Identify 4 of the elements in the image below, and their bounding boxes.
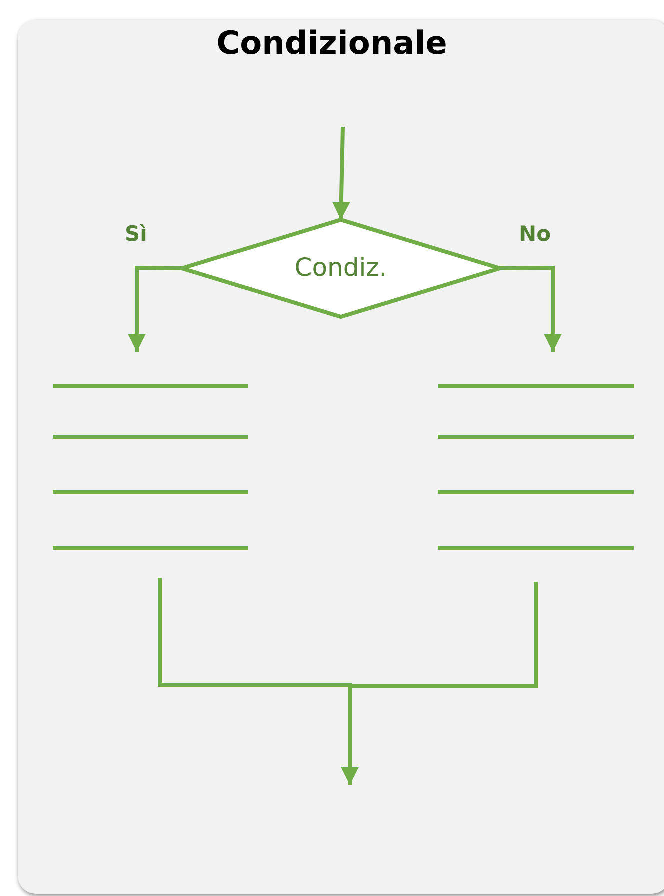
title: Condizionale [216, 24, 448, 62]
edge-label: Sì [125, 222, 148, 246]
condition-label: Condiz. [294, 252, 388, 282]
edge-label: No [519, 222, 552, 246]
